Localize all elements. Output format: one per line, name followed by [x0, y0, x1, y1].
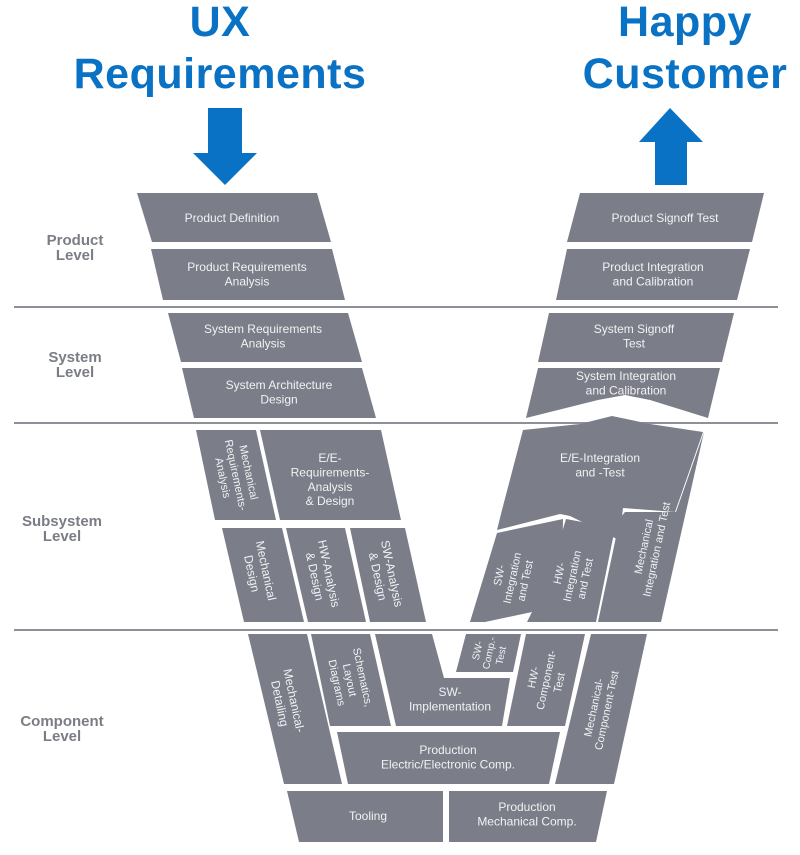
box-label: SW-Implementation [409, 685, 491, 713]
box-label-line: Analysis [225, 274, 270, 288]
box-label-line: Design [260, 392, 297, 406]
box-label-line: Product Integration [602, 260, 703, 274]
box-label-line: HW- [526, 665, 542, 689]
box-label-line: Product Requirements [187, 260, 306, 274]
box-label-line: Implementation [409, 699, 491, 713]
box-label-line: Test [494, 645, 509, 665]
box-label-line: SW- [438, 685, 461, 699]
box-product-signoff-test[interactable]: Product Signoff Test [567, 193, 764, 242]
box-label: E/E-Requirements-Analysis& Design [291, 451, 370, 508]
box-label-line: Product Definition [185, 211, 280, 225]
box-label: SW-Comp.-Test [469, 634, 510, 673]
box-label-line: & Design [306, 494, 355, 508]
box-label-line: Mechanical Comp. [477, 814, 576, 828]
box-label-line: and -Test [575, 465, 625, 479]
box-schematics-layout-diagrams[interactable]: Schematics,LayoutDiagrams [311, 634, 391, 726]
box-label-line: Analysis [241, 336, 286, 350]
box-label: HW-Integrationand Test [549, 547, 597, 606]
box-label-line: Test [552, 672, 568, 694]
box-product-definition[interactable]: Product Definition [137, 193, 331, 242]
box-mechanical-component-test[interactable]: Mechanical-Component-Test [555, 634, 647, 784]
box-label-line: Requirements- [291, 465, 370, 479]
box-label-line: System Requirements [204, 322, 322, 336]
box-label-line: Tooling [349, 809, 387, 823]
happy-customer-title: Happy Customer [582, 0, 788, 98]
box-mechanical-integration-test[interactable]: MechanicalIntegration and Test [598, 432, 704, 622]
box-label-line: Analysis [308, 480, 353, 494]
box-label-line: Production [498, 800, 555, 814]
box-sw-integration-test[interactable]: SW-Integrationand Test [470, 519, 563, 622]
up-arrow-icon [639, 108, 703, 185]
box-mechanical-detailing[interactable]: Mechanical-Detailing [248, 634, 342, 784]
box-label: Product Definition [185, 211, 280, 225]
box-mechanical-requirements-analysis[interactable]: MechanicalRequirements-Analysis [196, 430, 276, 520]
box-label-line: Electric/Electronic Comp. [381, 757, 515, 771]
box-label: Tooling [349, 809, 387, 823]
box-label-line: and Calibration [613, 274, 694, 288]
box-hw-analysis-design[interactable]: HW-Analysis& Design [286, 528, 366, 622]
box-sw-analysis-design[interactable]: SW-Analysis& Design [350, 528, 426, 622]
box-label-line: SW- [471, 640, 486, 661]
box-tooling[interactable]: Tooling [287, 791, 443, 842]
box-label-line: Test [623, 336, 646, 350]
box-sw-comp-test[interactable]: SW-Comp.-Test [456, 634, 521, 673]
box-label: Product Signoff Test [612, 211, 720, 225]
box-label-line: Production [419, 743, 476, 757]
box-label-line: System Signoff [594, 322, 675, 336]
box-label-line: E/E-Integration [560, 451, 640, 465]
down-arrow-icon [193, 108, 257, 185]
box-label-line: HW- [552, 561, 568, 585]
box-label-line: SW- [492, 563, 508, 587]
box-label-line: Product Signoff Test [612, 211, 720, 225]
box-hw-component-test[interactable]: HW-Component-Test [507, 634, 585, 726]
box-label-line: E/E- [318, 451, 341, 465]
box-sw-implementation[interactable]: SW-Implementation [375, 634, 510, 726]
ux-requirements-title: UX Requirements [73, 0, 367, 98]
box-label-line: System Integration [576, 369, 676, 383]
box-label-line: and Calibration [586, 383, 667, 397]
box-mechanical-design[interactable]: MechanicalDesign [222, 528, 304, 622]
box-ee-requirements-analysis-design[interactable]: E/E-Requirements-Analysis& Design [260, 430, 401, 520]
box-label-line: System Architecture [226, 378, 333, 392]
box-hw-integration-test[interactable]: HW-Integrationand Test [536, 519, 615, 622]
